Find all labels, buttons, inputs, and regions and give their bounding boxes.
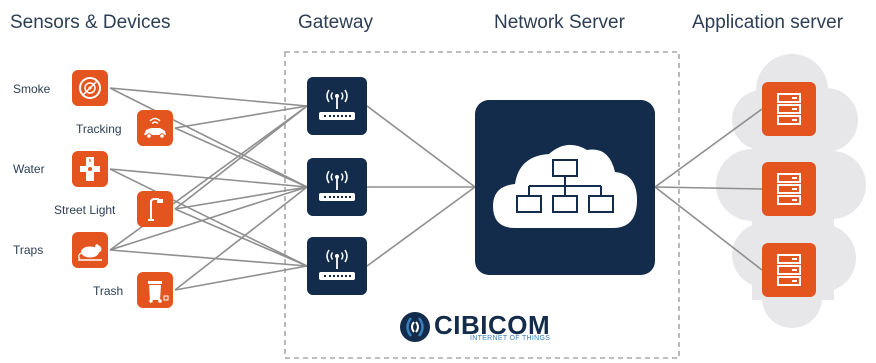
- network-server-tile[interactable]: [475, 100, 655, 275]
- server-rack-icon: [777, 93, 801, 125]
- heading-network-server: Network Server: [494, 12, 625, 33]
- device-gateway-links: [109, 87, 308, 291]
- device-label-water: Water: [13, 162, 45, 176]
- device-tile-water[interactable]: [72, 151, 108, 187]
- street-light-icon: [148, 198, 163, 221]
- gateway-router-icon: [319, 89, 355, 120]
- rat-trap-icon: [78, 244, 102, 261]
- server-rack-icon: [777, 173, 801, 205]
- device-tile-tracking[interactable]: [137, 110, 173, 146]
- device-tile-street-light[interactable]: [137, 191, 173, 227]
- gateway-3[interactable]: [307, 237, 367, 295]
- logo-name: CIBICOM: [434, 310, 551, 340]
- network-application-links: [654, 108, 763, 271]
- device-tile-traps[interactable]: [72, 232, 108, 268]
- gateway-1[interactable]: [307, 77, 367, 135]
- device-label-trash: Trash: [93, 284, 124, 298]
- gateway-network-links: [366, 105, 476, 267]
- application-server-1[interactable]: [762, 82, 816, 136]
- heading-gateway: Gateway: [298, 12, 373, 33]
- water-meter-icon: [80, 157, 100, 181]
- application-server-2[interactable]: [762, 162, 816, 216]
- device-tile-trash[interactable]: [137, 272, 173, 308]
- logo-tagline: INTERNET OF THINGS: [470, 335, 551, 342]
- heading-application-server: Application server: [692, 12, 844, 33]
- cibicom-logo: CIBICOM INTERNET OF THINGS: [398, 310, 568, 350]
- gateway-2[interactable]: [307, 158, 367, 216]
- cloud-network-icon: [493, 144, 637, 228]
- device-label-smoke: Smoke: [13, 82, 51, 96]
- trash-bin-icon: [148, 281, 169, 303]
- gateway-router-icon: [319, 249, 355, 280]
- application-server-3[interactable]: [762, 243, 816, 297]
- device-label-traps: Traps: [13, 243, 44, 257]
- smoke-detector-icon: [79, 77, 101, 99]
- heading-sensors: Sensors & Devices: [10, 12, 171, 33]
- device-label-tracking: Tracking: [76, 122, 122, 136]
- device-tile-smoke[interactable]: [72, 70, 108, 106]
- server-rack-icon: [777, 254, 801, 286]
- cibicom-mark-icon: [400, 312, 430, 342]
- gateway-router-icon: [319, 170, 355, 201]
- device-label-street-light: Street Light: [54, 203, 116, 217]
- vehicle-tracking-icon: [144, 117, 166, 139]
